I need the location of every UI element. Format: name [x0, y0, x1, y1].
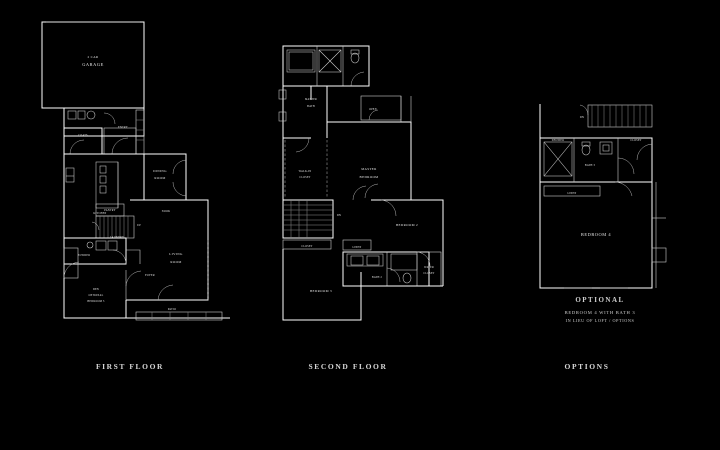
label-shower-opt: SHOWER	[552, 139, 564, 142]
label-stairs-dn: DN	[337, 214, 341, 217]
label-nook: NOOK	[162, 210, 171, 213]
caption-second-floor: SECOND FLOOR	[308, 362, 388, 371]
label-living-line1: LIVING	[169, 252, 183, 256]
label-master-bath-line1: MASTER	[305, 98, 317, 101]
label-bath-3: BATH 3	[585, 164, 596, 167]
options-note-title: OPTIONAL	[575, 296, 625, 304]
caption-options: OPTIONS	[564, 362, 610, 371]
label-closet-opt: CLOSET	[630, 139, 641, 142]
label-linen-2f: LINEN	[352, 246, 361, 249]
label-stairs-dn-opt: DN	[580, 116, 584, 119]
plan-first-floor: 2 CAR GARAGE ENTRY COATS DINING ROOM	[0, 0, 260, 350]
label-open: OPEN	[369, 108, 377, 111]
label-laundry: LAUNDRY	[110, 236, 124, 239]
label-kitchen: KITCHEN	[93, 212, 106, 215]
caption-first-floor: FIRST FLOOR	[95, 362, 165, 371]
label-bedroom-4: BEDROOM 4	[581, 232, 611, 237]
options-note-line1: BEDROOM 4 WITH BATH 3	[564, 310, 636, 315]
label-coats: COATS	[78, 134, 88, 137]
label-stairs-up: UP	[137, 224, 141, 227]
label-master-bed-line2: BEDROOM	[360, 175, 379, 179]
label-powder: POWDER	[78, 254, 90, 257]
plan-options: DN SHOWER BATH 3 CLOSET LINEN BEDROOM 4	[520, 0, 690, 350]
label-garage-line1: 2 CAR	[87, 55, 98, 59]
label-master-bed-line1: MASTER	[361, 167, 377, 171]
options-note-line2: IN LIEU OF LOFT / OPTIONS	[565, 318, 635, 323]
label-wc-line1: WATER	[424, 266, 434, 269]
label-garage-line2: GARAGE	[82, 62, 104, 67]
label-master-bath-line2: BATH	[307, 105, 315, 108]
label-bedroom-2: BEDROOM 2	[396, 223, 418, 227]
label-bath-2: BATH 2	[372, 276, 383, 279]
label-patio: PATIO	[168, 308, 176, 311]
label-entry: ENTRY	[118, 126, 128, 129]
label-walkin-line1: WALK-IN	[299, 170, 312, 173]
label-bedroom-3: BEDROOM 3	[310, 289, 332, 293]
label-linen-opt: LINEN	[567, 192, 576, 195]
label-closet-2f: CLOSET	[301, 245, 312, 248]
options-note-block: OPTIONAL BEDROOM 4 WITH BATH 3 IN LIEU O…	[515, 296, 685, 323]
label-foyer: FOYER	[145, 274, 155, 277]
label-den-line1: DEN	[93, 288, 99, 291]
label-den-line2: OPTIONAL	[89, 294, 104, 297]
label-wc-line2: CLOSET	[423, 272, 434, 275]
label-dining-line2: ROOM	[154, 176, 165, 180]
label-walkin-line2: CLOSET	[299, 176, 310, 179]
label-den-line3: BEDROOM 5	[87, 300, 105, 303]
label-living-line2: ROOM	[170, 260, 181, 264]
label-pantry: PANTRY	[104, 209, 116, 212]
plan-second-floor: MASTER BATH OPEN WALK-IN CLOSET MASTER B…	[265, 0, 485, 350]
label-dining-line1: DINING	[153, 169, 167, 173]
